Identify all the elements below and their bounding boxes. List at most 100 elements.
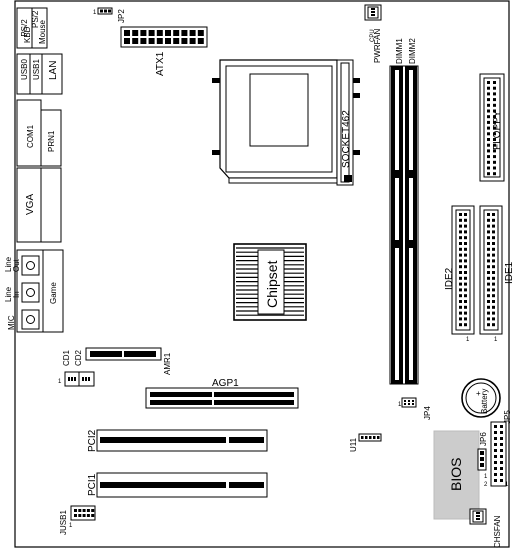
ide2-pin — [464, 259, 467, 263]
atx-pin — [173, 38, 180, 44]
floppy-pin — [487, 138, 490, 141]
line-out-label-2: Out — [12, 258, 21, 272]
ide1-pin — [487, 323, 490, 327]
ps2-kbd-label-1: PS/2 — [20, 19, 29, 37]
jp5-pin — [500, 431, 503, 434]
jp5-pin — [500, 449, 503, 452]
floppy-pin — [487, 120, 490, 124]
floppy-pin — [487, 160, 490, 164]
jp4-label: JP4 — [423, 406, 432, 420]
ide1-pin — [487, 305, 490, 309]
floppy-pin — [493, 166, 496, 170]
jusb1-pin — [82, 514, 86, 517]
usb1-label: USB1 — [32, 59, 41, 80]
ide2-pin — [464, 294, 467, 298]
floppy-pin — [487, 86, 490, 90]
ide1-pin — [487, 247, 490, 251]
ide2-pin — [459, 317, 462, 321]
ide2-pin — [459, 242, 462, 245]
jp5-pin — [494, 449, 497, 452]
ide2-pin — [464, 311, 467, 315]
cd2-label: CD2 — [74, 349, 83, 366]
ide2-pin — [459, 213, 462, 216]
dimm1-label: DIMM1 — [395, 38, 404, 64]
ide2-pin — [464, 288, 467, 292]
jusb1-label: JUSB1 — [59, 510, 68, 535]
atx-pin — [197, 30, 204, 36]
floppy-pin — [487, 172, 490, 176]
battery-plus: + — [476, 389, 481, 398]
jusb1-header: JUSB1 1 — [59, 505, 96, 535]
jp5-pin — [500, 425, 503, 428]
jusb1-pin — [91, 509, 95, 512]
battery-label: Battery — [480, 389, 489, 414]
ide2-pin — [459, 259, 462, 263]
ide1-pin — [492, 282, 495, 286]
ide2-pin1: 1 — [466, 337, 470, 343]
ide2-pin — [464, 265, 467, 269]
pwrfan-label: PWRFAN — [373, 29, 382, 63]
ide2-pin — [464, 317, 467, 321]
jp2-jumper: 1 JP2 — [93, 7, 126, 23]
floppy-pin — [487, 166, 490, 170]
ide2-pin — [459, 323, 462, 327]
jp5-pin — [500, 437, 503, 440]
floppy-pin — [493, 143, 496, 147]
atx-pin — [197, 38, 204, 44]
jp5-pin1: 1 — [505, 482, 509, 488]
ide2-pin — [459, 236, 462, 240]
floppy-pin — [487, 109, 490, 113]
ide2-pin — [459, 300, 462, 303]
ide1-pin — [487, 288, 490, 292]
vga-label: VGA — [25, 194, 36, 215]
atx1-connector: ATX1 — [120, 26, 208, 76]
ide2-pin — [459, 230, 462, 234]
atx-pin — [148, 30, 155, 36]
bios-chip: BIOS — [433, 430, 480, 520]
floppy-pin — [493, 160, 496, 164]
jusb1-pin1: 1 — [69, 523, 73, 529]
ide1-pin — [487, 271, 490, 274]
floppy-pin — [493, 120, 496, 124]
amr1-label: AMR1 — [163, 352, 172, 375]
jp5-pin — [500, 479, 503, 482]
ide2-pin — [464, 218, 467, 222]
agp1-slot: AGP1 — [145, 378, 299, 409]
ps2-ports: PS/2 KBD PS/2 Mouse — [16, 7, 48, 49]
ide1-pin — [487, 265, 490, 269]
audio-game-ports: Line Out Line In MIC Game — [4, 249, 64, 333]
floppy-pin — [487, 115, 490, 119]
floppy-pin — [493, 103, 496, 107]
ide1-pin — [487, 236, 490, 240]
jusb1-pin — [86, 509, 90, 512]
ps2-kbd-label-2: KBD — [23, 26, 32, 43]
ide1-pin — [492, 253, 495, 257]
floppy-label: FLOPPY — [492, 110, 503, 150]
ide1-pin — [492, 311, 495, 315]
floppy-pin — [487, 143, 490, 147]
ide1-pin — [487, 230, 490, 234]
line-out-label-1: Line — [4, 256, 13, 272]
cd1-label: CD1 — [62, 349, 71, 366]
floppy-pin — [487, 155, 490, 159]
ide2-pin — [459, 294, 462, 298]
ide1-pin — [492, 294, 495, 298]
floppy-pin — [493, 149, 496, 153]
jp5-pin — [494, 437, 497, 440]
ide2-pin — [459, 276, 462, 280]
floppy-pin — [487, 81, 490, 84]
jp5-label: JP5 — [503, 410, 512, 424]
jp5-pin — [500, 461, 503, 464]
floppy-pin — [493, 81, 496, 84]
lan-label: LAN — [48, 61, 59, 80]
atx-pin — [181, 30, 188, 36]
jusb1-pin — [91, 514, 95, 517]
ide2-pin — [464, 213, 467, 216]
jp5-header: JP5 2 1 — [484, 410, 512, 488]
ps2-mouse-label-1: PS/2 — [31, 10, 40, 28]
ide1-pin — [492, 247, 495, 251]
jp5-pin — [500, 467, 503, 470]
atx-pin — [156, 30, 163, 36]
